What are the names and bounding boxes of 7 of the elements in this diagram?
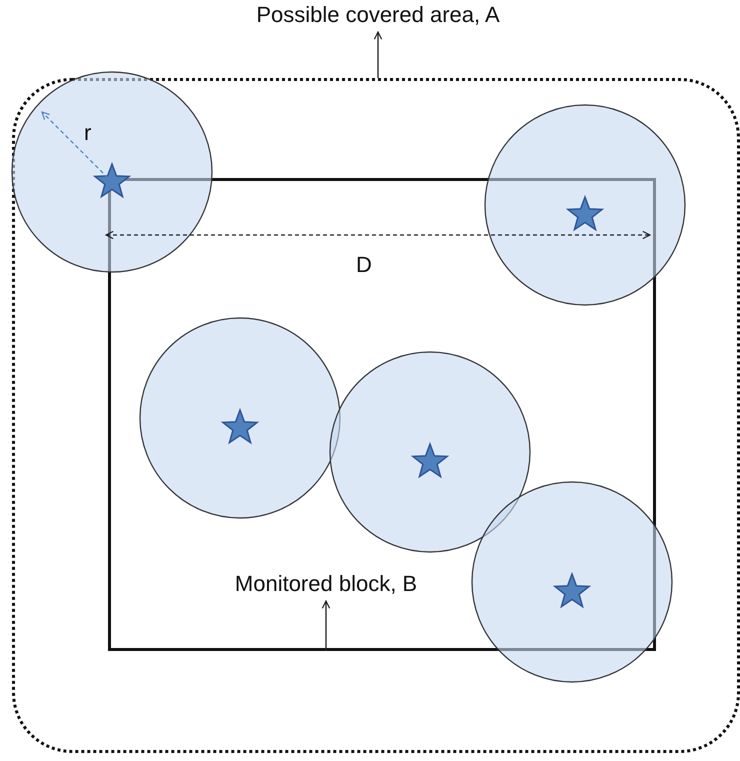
leader-arrow xyxy=(322,600,330,651)
radius-label: r xyxy=(84,120,92,146)
area-label: Possible covered area, A xyxy=(200,2,556,32)
monitored-block xyxy=(108,178,656,651)
distance-label: D xyxy=(356,252,372,278)
leader-arrow xyxy=(374,31,382,78)
block-label: Monitored block, B xyxy=(181,571,471,601)
